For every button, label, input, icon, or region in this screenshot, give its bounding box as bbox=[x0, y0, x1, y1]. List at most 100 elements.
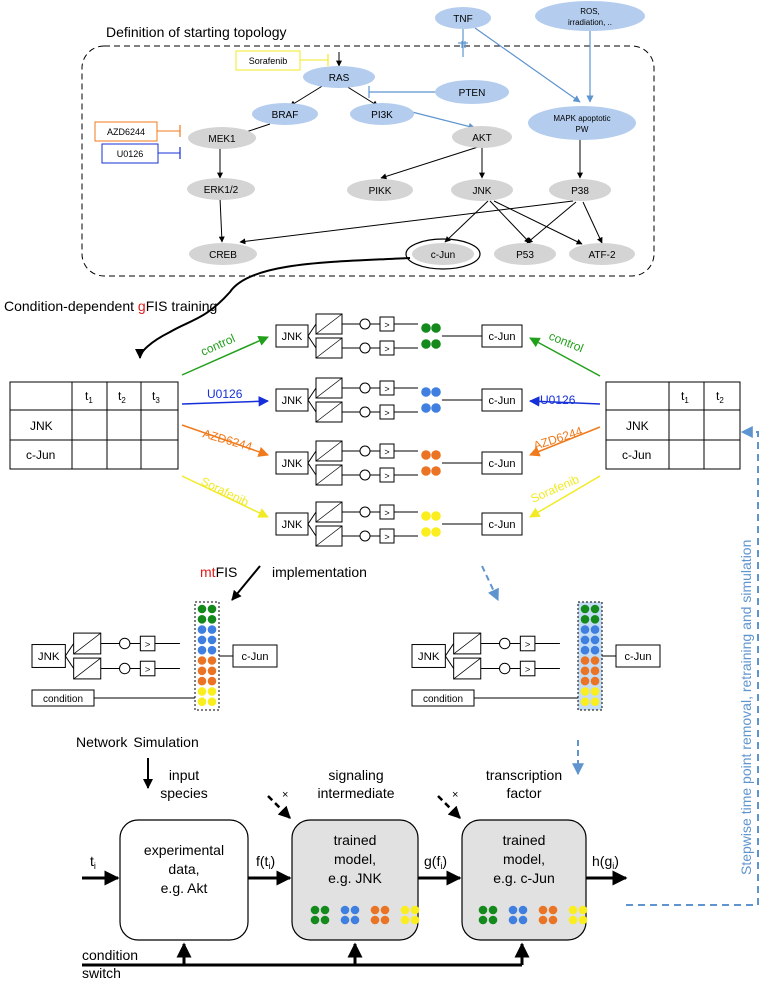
condition-dot bbox=[568, 905, 578, 915]
gate-label: > bbox=[145, 640, 151, 650]
svg-text:model,: model, bbox=[334, 851, 376, 867]
gate-label: > bbox=[145, 665, 151, 675]
gate-label: > bbox=[384, 471, 389, 481]
rule-node bbox=[359, 506, 371, 518]
connector-line bbox=[307, 462, 317, 476]
connector-line bbox=[307, 511, 317, 525]
condition-dot bbox=[590, 615, 600, 624]
svg-text:signaling: signaling bbox=[328, 767, 383, 783]
svg-text:ATF-2: ATF-2 bbox=[588, 250, 615, 261]
condition-label: condition bbox=[423, 694, 463, 705]
condition-dot bbox=[478, 915, 488, 925]
condition-dot bbox=[578, 915, 588, 925]
condition-switch-label-2: switch bbox=[82, 965, 121, 981]
condition-dot bbox=[207, 615, 217, 624]
condition-dot bbox=[197, 656, 207, 665]
svg-text:model,: model, bbox=[503, 851, 545, 867]
svg-text:h(gi): h(gi) bbox=[592, 853, 619, 871]
condition-dot bbox=[400, 905, 410, 915]
condition-dot bbox=[207, 676, 217, 686]
condition-dot bbox=[590, 604, 600, 614]
condition-dot bbox=[580, 666, 590, 676]
condition-label: condition bbox=[43, 694, 83, 705]
output-box bbox=[232, 644, 278, 668]
condition-dot bbox=[580, 645, 590, 655]
condition-switch-bus bbox=[82, 942, 530, 967]
condition-dot bbox=[370, 915, 380, 925]
box-trained-model-cjun: trained model, e.g. c-Jun bbox=[461, 819, 588, 941]
svg-text:PTEN: PTEN bbox=[459, 88, 486, 99]
feedback-loop bbox=[626, 426, 759, 906]
svg-text:MAPK apoptotic: MAPK apoptotic bbox=[553, 114, 610, 123]
condition-dot bbox=[421, 511, 431, 521]
right-data-table bbox=[605, 381, 741, 470]
membership-curve bbox=[315, 401, 343, 423]
svg-text:U0126: U0126 bbox=[117, 149, 144, 159]
condition-dot bbox=[431, 403, 441, 413]
connector-line bbox=[307, 450, 317, 464]
svg-text:JNK: JNK bbox=[473, 186, 492, 197]
condition-dot bbox=[197, 697, 207, 706]
condition-dot bbox=[197, 615, 207, 624]
svg-text:intermediate: intermediate bbox=[317, 785, 394, 801]
condition-dot bbox=[590, 676, 600, 686]
membership-curve bbox=[315, 440, 343, 462]
condition-dot bbox=[197, 666, 207, 676]
condition-dot bbox=[197, 604, 207, 614]
condition-dot bbox=[380, 915, 390, 925]
condition-dot bbox=[590, 666, 600, 676]
node-pikk: PIKK bbox=[347, 179, 413, 201]
output-label: c-Jun bbox=[489, 519, 516, 531]
node-atf2: ATF-2 bbox=[569, 243, 635, 265]
input-label: JNK bbox=[282, 331, 303, 343]
condition-dot bbox=[431, 339, 441, 349]
membership-curve bbox=[315, 525, 343, 547]
svg-text:PW: PW bbox=[576, 125, 589, 134]
condition-dot bbox=[207, 687, 217, 696]
fis-row-control: JNK>>c-Jun bbox=[275, 313, 523, 359]
condition-dot bbox=[548, 905, 558, 915]
condition-dot bbox=[538, 915, 548, 925]
condition-dot bbox=[580, 604, 590, 614]
condition-dot bbox=[410, 905, 420, 915]
left-table-labels: t1 t2 t3 JNK c-Jun bbox=[26, 389, 160, 462]
condition-dot bbox=[421, 339, 431, 349]
node-mek1: MEK1 bbox=[188, 127, 256, 149]
condition-dot bbox=[197, 645, 207, 655]
condition-dot bbox=[590, 645, 600, 655]
svg-text:PIKK: PIKK bbox=[369, 186, 392, 197]
left-data-table bbox=[9, 381, 179, 470]
svg-text:species: species bbox=[160, 785, 207, 801]
membership-curve bbox=[315, 337, 343, 359]
gate-label: > bbox=[525, 640, 531, 650]
condition-dot bbox=[207, 625, 217, 634]
topology-frame bbox=[81, 45, 655, 277]
svg-text:control: control bbox=[199, 331, 238, 358]
svg-text:data,: data, bbox=[168, 861, 199, 877]
mtfis-network: JNK>> bbox=[411, 632, 560, 680]
inhibitor-azd6244: AZD6244 bbox=[94, 121, 181, 142]
svg-text:t1: t1 bbox=[85, 389, 93, 405]
svg-text:input: input bbox=[169, 767, 199, 783]
condition-dot bbox=[580, 676, 590, 686]
condition-dot bbox=[590, 656, 600, 665]
condition-dot bbox=[421, 450, 431, 460]
gate-label: > bbox=[384, 508, 389, 518]
condition-dot bbox=[518, 905, 528, 915]
svg-text:t3: t3 bbox=[152, 389, 160, 405]
rule-node bbox=[119, 637, 131, 650]
condition-dot bbox=[431, 450, 441, 460]
input-label: JNK bbox=[418, 651, 440, 663]
svg-text:c-Jun: c-Jun bbox=[622, 448, 651, 462]
condition-dot bbox=[350, 915, 360, 925]
condition-dot bbox=[421, 466, 431, 476]
mtfis-network: JNK>> bbox=[31, 632, 180, 680]
svg-text:Sorafenib: Sorafenib bbox=[249, 56, 288, 66]
condition-dot bbox=[197, 687, 207, 696]
connector-line bbox=[307, 387, 317, 401]
condition-dot bbox=[197, 676, 207, 686]
svg-text:c-Jun: c-Jun bbox=[26, 448, 55, 462]
right-table-labels: t1 t2 JNK c-Jun bbox=[622, 389, 724, 462]
rule-node bbox=[359, 318, 371, 330]
